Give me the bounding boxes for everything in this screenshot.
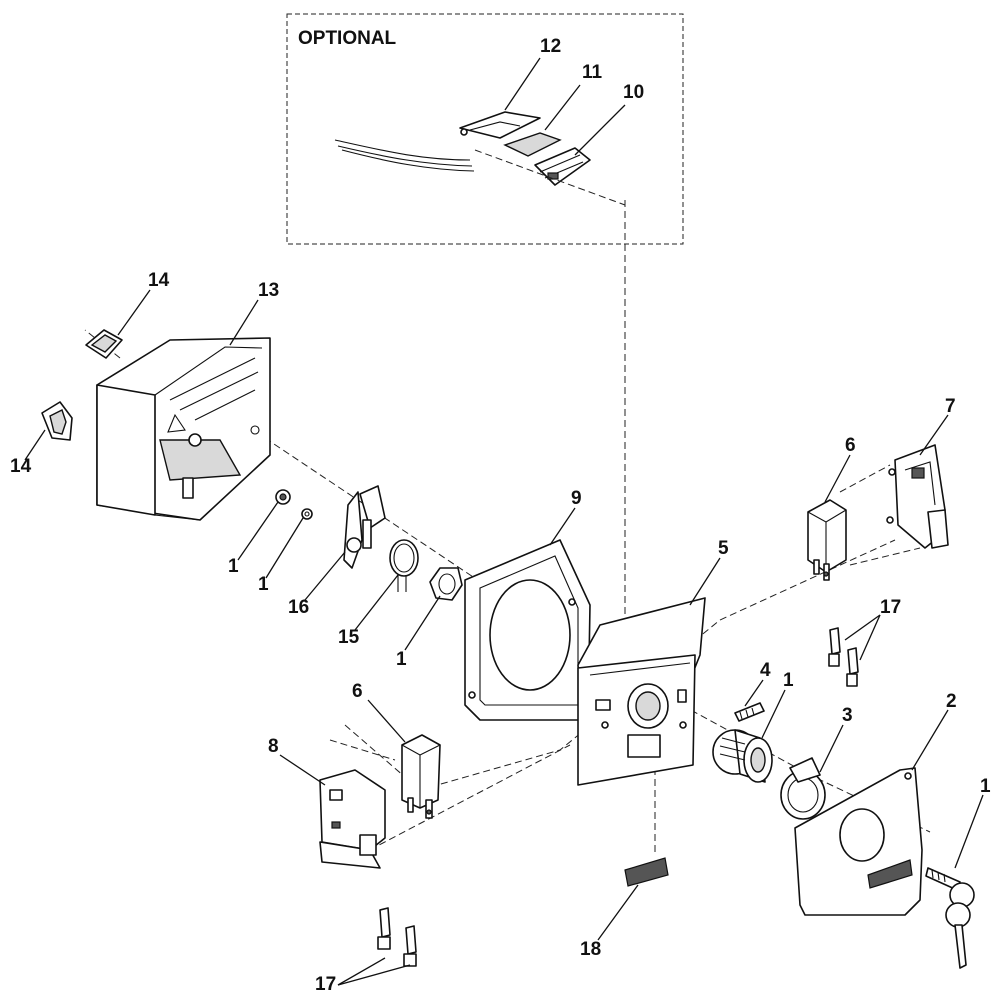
part-3-ring bbox=[780, 757, 826, 820]
part-7-switch-holder bbox=[886, 444, 949, 549]
part-10-connector bbox=[534, 147, 591, 186]
part-1-keys bbox=[925, 867, 975, 969]
part-11-insulator bbox=[503, 132, 562, 157]
part-6-microswitch-upper bbox=[807, 499, 847, 581]
optional-label: OPTIONAL bbox=[298, 28, 397, 49]
callout-2: 2 bbox=[946, 691, 957, 712]
callout-8: 8 bbox=[268, 736, 279, 757]
assembly-guide-lines bbox=[59, 200, 931, 856]
part-14-plug-top bbox=[85, 329, 123, 359]
callout-1-cylinder: 1 bbox=[783, 670, 794, 691]
callout-6-upper: 6 bbox=[845, 435, 856, 456]
part-12-cable-clip bbox=[459, 111, 541, 139]
part-8-switch-holder bbox=[319, 769, 386, 869]
callout-7: 7 bbox=[945, 396, 956, 417]
part-1-screw-small bbox=[275, 489, 291, 505]
part-13-housing bbox=[96, 337, 271, 521]
optional-parts-box: OPTIONAL bbox=[286, 13, 684, 245]
callout-1-screw: 1 bbox=[228, 556, 239, 577]
callout-labels: 12 11 10 14 13 14 9 5 7 6 1 1 16 15 1 17… bbox=[10, 36, 991, 995]
part-17-terminals-lower bbox=[377, 907, 417, 967]
leader-lines bbox=[24, 57, 984, 986]
part-1-nut bbox=[429, 567, 463, 601]
callout-12: 12 bbox=[540, 36, 561, 57]
part-14-plug-left bbox=[41, 401, 73, 441]
part-2-cover bbox=[794, 767, 923, 916]
callout-9: 9 bbox=[571, 488, 582, 509]
part-17-terminals-upper bbox=[828, 627, 859, 687]
callout-14-left: 14 bbox=[10, 456, 32, 477]
callout-3: 3 bbox=[842, 705, 853, 726]
callout-15: 15 bbox=[338, 627, 360, 648]
part-1-lock-cylinder bbox=[712, 729, 773, 783]
part-9-frame bbox=[464, 539, 591, 721]
part-4-screw bbox=[734, 702, 765, 722]
callout-17-upper: 17 bbox=[880, 597, 901, 618]
callout-17-lower: 17 bbox=[315, 974, 336, 995]
callout-10: 10 bbox=[623, 82, 644, 103]
callout-16: 16 bbox=[288, 597, 309, 618]
callout-1-washer: 1 bbox=[258, 574, 269, 595]
callout-1-keys: 1 bbox=[980, 776, 991, 797]
callout-1-nut: 1 bbox=[396, 649, 407, 670]
part-1-star-washer bbox=[301, 508, 313, 520]
part-15-spring bbox=[389, 539, 419, 592]
callout-11: 11 bbox=[582, 62, 603, 83]
callout-6-lower: 6 bbox=[352, 681, 363, 702]
callout-4: 4 bbox=[760, 660, 771, 681]
part-18-label bbox=[624, 857, 669, 887]
part-5-body bbox=[577, 597, 706, 786]
callout-13: 13 bbox=[258, 280, 279, 301]
callout-5: 5 bbox=[718, 538, 729, 559]
callout-18: 18 bbox=[580, 939, 601, 960]
part-16-bracket bbox=[343, 485, 386, 569]
part-6-microswitch-lower bbox=[401, 734, 441, 819]
callout-14-top: 14 bbox=[148, 270, 170, 291]
